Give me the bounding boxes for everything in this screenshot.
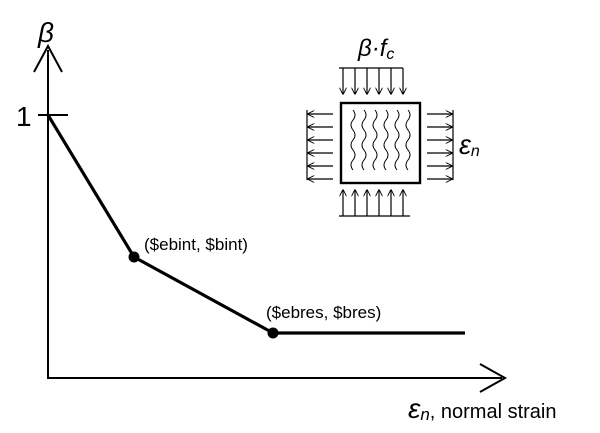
inset-top-subscript: c	[386, 46, 394, 63]
inset-top-f: f	[380, 35, 389, 62]
axes	[33, 43, 508, 393]
inset-top-dot: ·	[372, 35, 380, 62]
x-axis-caption: , normal strain	[430, 401, 557, 423]
left-load	[306, 110, 333, 180]
inset-top-label: β·fc	[357, 35, 394, 63]
inset-side-label: εn	[459, 130, 480, 160]
inset-side-epsilon: ε	[459, 130, 472, 160]
inset-side-subscript: n	[471, 143, 480, 160]
right-load	[427, 110, 454, 180]
x-axis-arrowhead	[479, 363, 508, 393]
element-square	[339, 101, 422, 185]
x-axis-label: εn, normal strain	[408, 393, 557, 424]
bottom-load	[339, 190, 410, 217]
point-residual	[267, 327, 279, 339]
point-intermediate	[128, 251, 140, 263]
y-axis-label: β	[37, 17, 54, 48]
x-axis-symbol: ε	[408, 393, 421, 424]
y-tick-label: 1	[16, 101, 32, 132]
y-axis-arrowhead	[33, 43, 63, 73]
inset-top-beta: β	[357, 35, 372, 62]
crack-lines	[350, 109, 411, 171]
top-load	[339, 67, 403, 94]
x-axis-subscript: n	[420, 405, 429, 424]
point-residual-label: ($ebres, $bres)	[266, 303, 381, 322]
point-intermediate-label: ($ebint, $bint)	[144, 235, 248, 254]
element-inset: β·fc	[306, 35, 480, 217]
backbone-curve	[46, 114, 465, 335]
